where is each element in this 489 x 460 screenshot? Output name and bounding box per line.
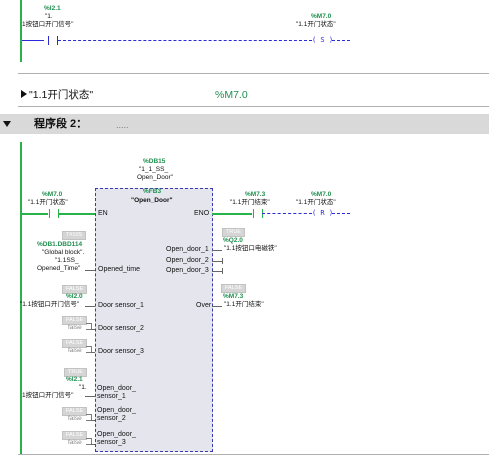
- network2-bottom-divider: [18, 454, 489, 455]
- network1-contact[interactable]: [48, 36, 58, 45]
- network1-wire-left: [22, 40, 44, 41]
- eno-contact-name: "1.1开门结束": [230, 199, 270, 206]
- en-contact-address: %M7.0: [42, 191, 63, 198]
- network2-header-bar[interactable]: [0, 114, 489, 134]
- opened-time-wire: [85, 270, 95, 271]
- eno-reset-coil[interactable]: ( R ): [312, 209, 334, 217]
- door-sensor-1-pin: Door sensor_1: [98, 302, 144, 309]
- network1-wire: [58, 40, 312, 41]
- instance-db-address: %DB15: [143, 158, 166, 165]
- network1-bottom-divider: [18, 73, 489, 74]
- en-contact-name: "1.1开门状态": [28, 199, 68, 206]
- network1-contact-name-line1: "1.: [45, 13, 53, 20]
- opened-time-value-badge: T#10S: [62, 231, 87, 240]
- over-address: %M7.3: [223, 293, 244, 300]
- over-pin: Over: [196, 302, 212, 309]
- open-door-sensor-3-pin-line1: Open_door_: [97, 431, 136, 438]
- open-door-sensor-2-wire: [91, 420, 95, 421]
- open-door-sensor-2-pin-line2: sensor_2: [97, 415, 126, 422]
- eno-contact-address: %M7.3: [245, 191, 266, 198]
- door-sensor-2-pin: Door sensor_2: [98, 325, 144, 332]
- open-door-sensor-3-wire: [91, 444, 95, 445]
- open-door-sensor-1-pin-line1: Open_door_: [97, 385, 136, 392]
- watch-row-name: "1.1开门状态": [29, 89, 94, 101]
- door-sensor-3-pin: Door sensor_3: [98, 348, 144, 355]
- open-door-2-pin: Open_door_2: [166, 257, 209, 264]
- over-name: "1.1开门结束": [224, 301, 264, 308]
- open-door-sensor-1-pin-line2: sensor_1: [97, 393, 126, 400]
- open-door-function-block[interactable]: [95, 188, 213, 452]
- watch-row-divider: [18, 106, 489, 107]
- network1-coil-name: "1.1开门状态": [296, 21, 336, 28]
- instance-db-name-line2: Open_Door": [137, 174, 173, 181]
- block-en-pin: EN: [98, 210, 108, 217]
- door-sensor-1-address: %I2.0: [66, 293, 83, 300]
- opened-time-line1: "Global block".: [42, 249, 85, 256]
- instance-db-name-line1: "1_1_SS_: [139, 166, 169, 173]
- open-door-3-wire: [212, 271, 222, 272]
- open-door-sensor-2-value: false: [68, 415, 82, 422]
- over-value-badge: FALSE: [221, 284, 247, 293]
- open-door-sensor-3-pin-line2: sensor_3: [97, 439, 126, 446]
- network2-title: 程序段 2：: [34, 118, 88, 130]
- open-door-1-address: %Q2.0: [223, 237, 243, 244]
- over-wire: [212, 306, 222, 307]
- open-door-3-end-tick: [222, 268, 223, 274]
- door-sensor-1-value-badge: FALSE: [62, 285, 88, 294]
- door-sensor-1-name: "1.1按钮口开门信号": [20, 301, 80, 308]
- open-door-sensor-1-line2: 1按钮口开门信号": [22, 392, 74, 399]
- eno-wire-left: [212, 213, 252, 215]
- en-wire-left: [22, 213, 48, 215]
- open-door-2-wire: [212, 261, 222, 262]
- block-name: "Open_Door": [131, 197, 173, 204]
- open-door-sensor-1-value-badge: TRUE: [64, 368, 87, 377]
- door-sensor-2-value: false: [68, 324, 82, 331]
- eno-coil-name: "1.1开门状态": [296, 199, 336, 206]
- eno-wire-right: [262, 213, 312, 214]
- open-door-sensor-1-line1: "1.: [79, 384, 87, 391]
- open-door-sensor-1-address: %I2.1: [66, 376, 83, 383]
- opened-time-address: %DB1.DBD114: [37, 241, 83, 248]
- open-door-1-pin: Open_door_1: [166, 246, 209, 253]
- opened-time-line3: Opened_Time": [37, 265, 81, 272]
- opened-time-line2: "1.1SS_: [55, 257, 79, 264]
- open-door-sensor-2-pin-line1: Open_door_: [97, 407, 136, 414]
- open-door-sensor-2-value-badge: FALSE: [62, 407, 88, 416]
- network1-contact-name-line2: 1按钮口开门信号": [22, 21, 74, 28]
- open-door-1-value-badge: TRUE: [222, 228, 245, 237]
- open-door-sensor-3-connector: [86, 438, 92, 445]
- door-sensor-3-value: false: [68, 347, 82, 354]
- open-door-1-wire: [212, 250, 222, 251]
- open-door-2-end-tick: [222, 258, 223, 264]
- watch-row-address: %M7.0: [215, 89, 248, 101]
- door-sensor-2-wire: [91, 329, 95, 330]
- block-address: %FB3: [143, 188, 162, 195]
- network1-contact-address: %I2.1: [44, 5, 61, 12]
- open-door-sensor-3-value: false: [68, 439, 82, 446]
- triangle-right-icon[interactable]: [21, 90, 27, 98]
- door-sensor-3-connector: [86, 346, 92, 353]
- block-eno-pin: ENO: [194, 210, 210, 217]
- network1-set-coil[interactable]: ( S ): [312, 36, 334, 44]
- door-sensor-1-wire: [85, 306, 95, 307]
- eno-coil-wire-right: [332, 213, 350, 214]
- triangle-down-icon[interactable]: [3, 121, 11, 127]
- door-sensor-3-value-badge: FALSE: [62, 339, 88, 348]
- open-door-sensor-1-wire: [85, 396, 95, 397]
- door-sensor-2-connector: [86, 323, 92, 330]
- network2-comment[interactable]: .....: [116, 120, 129, 130]
- open-door-3-pin: Open_door_3: [166, 267, 209, 274]
- open-door-1-name: "1.1按钮口电磁铁": [224, 245, 277, 252]
- open-door-sensor-3-value-badge: FALSE: [62, 431, 88, 440]
- network1-wire-right: [332, 40, 350, 41]
- door-sensor-3-wire: [91, 352, 95, 353]
- power-rail-network2: [20, 142, 22, 454]
- opened-time-pin: Opened_time: [98, 266, 141, 273]
- en-wire-right: [58, 213, 95, 215]
- open-door-sensor-2-connector: [86, 414, 92, 421]
- network1-coil-address: %M7.0: [311, 13, 332, 20]
- eno-coil-address: %M7.0: [311, 191, 332, 198]
- power-rail-network1: [20, 0, 22, 62]
- door-sensor-2-value-badge: FALSE: [62, 316, 88, 325]
